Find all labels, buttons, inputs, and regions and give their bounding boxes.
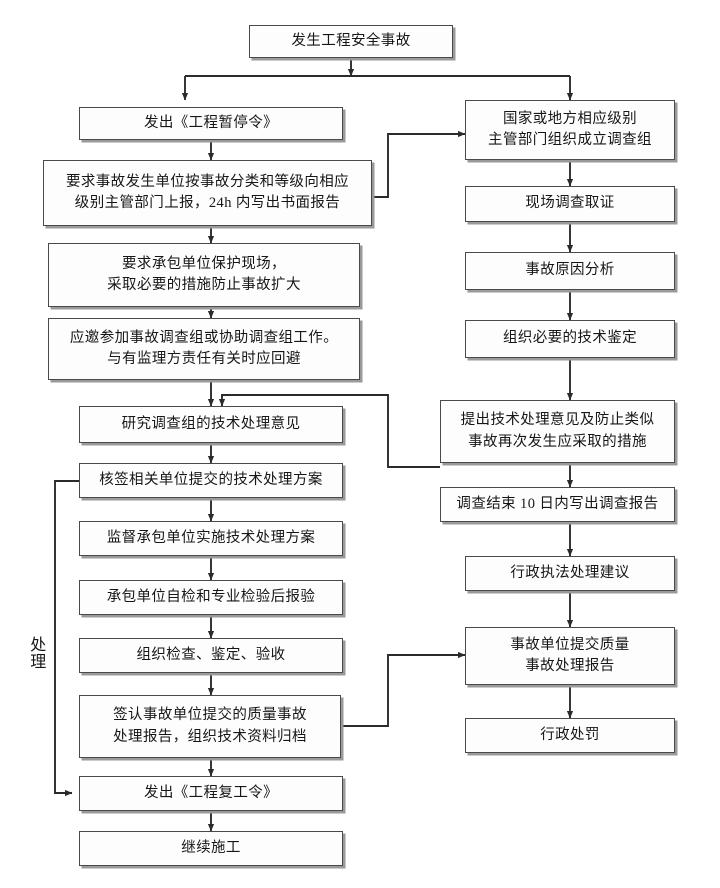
node-investigation-report-10-days[interactable]: 调查结束 10 日内写出调查报告	[440, 487, 675, 522]
node-label: 核签相关单位提交的技术处理方案	[99, 471, 323, 488]
node-administrative-penalty[interactable]: 行政处罚	[465, 718, 675, 753]
node-countersign-technical-plan[interactable]: 核签相关单位提交的技术处理方案	[79, 463, 343, 498]
node-issue-resume-order[interactable]: 发出《工程复工令》	[79, 776, 343, 811]
wire-l10-to-r8	[341, 651, 466, 727]
node-label: 组织必要的技术鉴定	[502, 330, 638, 347]
node-label: 发出《工程复工令》	[143, 784, 279, 801]
node-supervise-implementation[interactable]: 监督承包单位实施技术处理方案	[79, 521, 343, 556]
node-label: 承包单位自检和专业检验后报验	[106, 588, 316, 605]
node-accident-cause-analysis[interactable]: 事故原因分析	[465, 252, 675, 290]
wire-l2-to-r1	[372, 130, 466, 198]
node-label: 现场调查取证	[525, 195, 615, 212]
node-label: 调查结束 10 日内写出调查报告	[456, 495, 659, 512]
node-label: 监督承包单位实施技术处理方案	[106, 529, 316, 546]
node-issue-suspension-order[interactable]: 发出《工程暂停令》	[79, 107, 343, 140]
node-label: 要求承包单位保护现场， 采取必要的措施防止事故扩大	[107, 255, 301, 293]
node-label: 继续施工	[181, 839, 241, 856]
wire-l6-loop-to-l11	[54, 480, 79, 797]
node-label: 签认事故单位提交的质量事故 处理报告，组织技术资料归档	[113, 707, 307, 745]
node-label: 国家或地方相应级别 主管部门组织成立调查组	[488, 110, 652, 148]
node-report-to-authority-24h[interactable]: 要求事故发生单位按事故分类和等级向相应 级别主管部门上报，24h 内写出书面报告	[43, 160, 372, 226]
node-site-investigation-evidence[interactable]: 现场调查取证	[465, 186, 675, 222]
node-label: 行政执法处理建议	[510, 564, 630, 581]
node-establish-investigation-team[interactable]: 国家或地方相应级别 主管部门组织成立调查组	[465, 100, 675, 160]
node-label: 发出《工程暂停令》	[143, 114, 279, 131]
node-continue-construction[interactable]: 继续施工	[79, 831, 343, 866]
node-label: 事故原因分析	[525, 262, 615, 279]
node-protect-site[interactable]: 要求承包单位保护现场， 采取必要的措施防止事故扩大	[48, 243, 360, 307]
node-label: 研究调查组的技术处理意见	[121, 415, 301, 432]
node-label: 组织检查、鉴定、验收	[136, 646, 286, 663]
node-administrative-enforcement-advice[interactable]: 行政执法处理建议	[465, 556, 675, 591]
node-accident-occurs[interactable]: 发生工程安全事故	[249, 25, 453, 58]
node-unit-submits-quality-report[interactable]: 事故单位提交质量 事故处理报告	[465, 627, 675, 685]
node-label: 行政处罚	[540, 726, 600, 743]
node-sign-quality-report-archive[interactable]: 签认事故单位提交的质量事故 处理报告，组织技术资料归档	[79, 695, 341, 758]
node-label: 要求事故发生单位按事故分类和等级向相应 级别主管部门上报，24h 内写出书面报告	[65, 173, 350, 211]
node-organize-inspection-acceptance[interactable]: 组织检查、鉴定、验收	[79, 638, 343, 673]
node-study-technical-opinions[interactable]: 研究调查组的技术处理意见	[79, 406, 343, 443]
node-technical-appraisal[interactable]: 组织必要的技术鉴定	[465, 320, 675, 358]
side-label-handling: 处理	[27, 636, 45, 670]
node-propose-prevention-measures[interactable]: 提出技术处理意见及防止类似 事故再次发生应采取的措施	[440, 400, 675, 463]
node-label: 提出技术处理意见及防止类似 事故再次发生应采取的措施	[460, 412, 655, 450]
node-contractor-self-inspection[interactable]: 承包单位自检和专业检验后报验	[79, 580, 343, 615]
node-label: 事故单位提交质量 事故处理报告	[510, 636, 630, 674]
node-label: 应邀参加事故调查组或协助调查组工作。 与有监理方责任有关时应回避	[69, 329, 339, 367]
node-join-investigation-group[interactable]: 应邀参加事故调查组或协助调查组工作。 与有监理方责任有关时应回避	[48, 318, 360, 380]
node-label: 发生工程安全事故	[291, 32, 411, 49]
